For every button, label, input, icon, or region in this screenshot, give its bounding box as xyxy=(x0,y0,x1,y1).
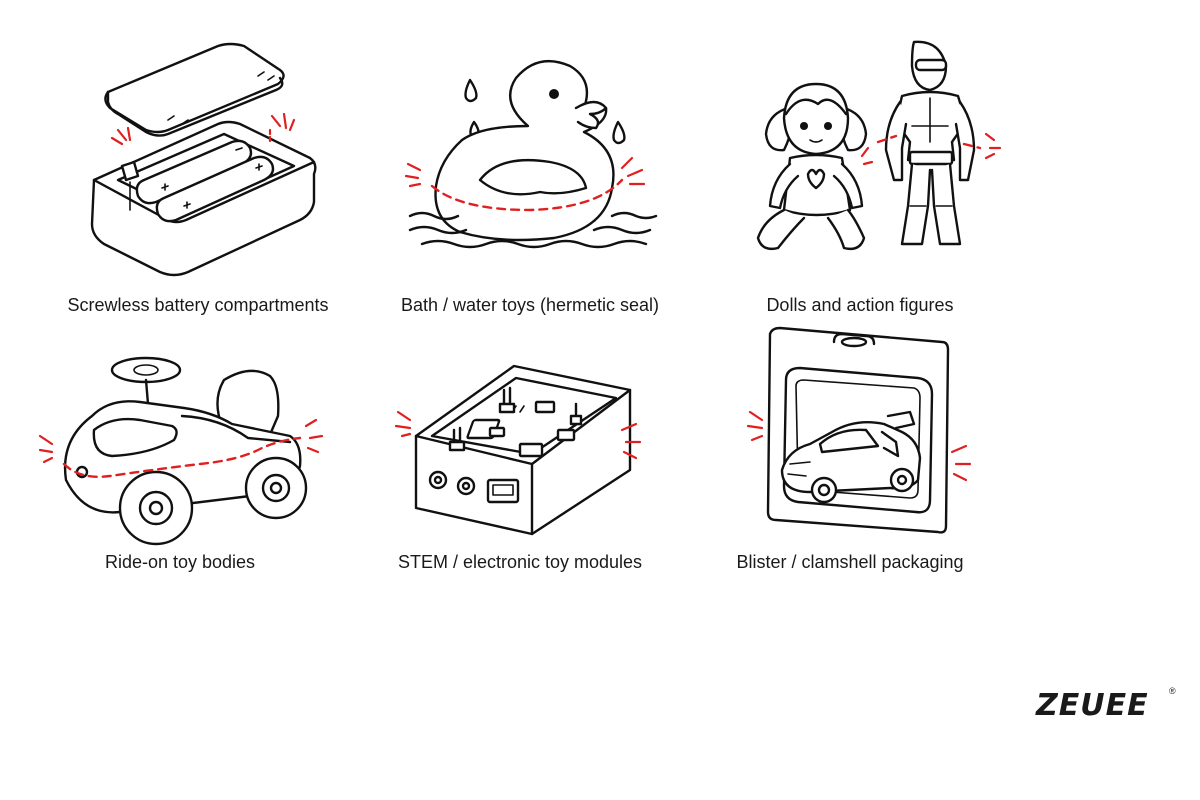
item-label: Blister / clamshell packaging xyxy=(736,552,964,572)
doll-figure-icon xyxy=(756,40,1002,251)
card-battery-compartment: Screwless battery compartments xyxy=(18,30,378,315)
item-label: STEM / electronic toy modules xyxy=(397,552,643,572)
battery-compartment-icon xyxy=(90,42,317,277)
item-label: Screwless battery compartments xyxy=(67,295,329,315)
card-dolls-figures: Dolls and action figures xyxy=(680,30,1040,315)
registered-mark: ® xyxy=(1169,686,1176,696)
circuit-module-icon xyxy=(394,364,642,536)
card-stem-module: STEM / electronic toy modules xyxy=(340,320,700,600)
card-blister-pack: Blister / clamshell packaging xyxy=(670,320,1030,600)
item-label: Ride-on toy bodies xyxy=(104,552,256,572)
ride-on-car-icon xyxy=(38,356,324,546)
item-label: Dolls and action figures xyxy=(766,295,954,315)
brand-logo-text: ZEUEE xyxy=(1036,688,1149,723)
blister-pack-icon xyxy=(746,326,972,534)
card-ride-on: Ride-on toy bodies xyxy=(0,320,360,600)
brand-logo: ZEUEE ® xyxy=(1036,686,1186,738)
item-label: Bath / water toys (hermetic seal) xyxy=(400,295,660,315)
rubber-duck-icon xyxy=(404,59,658,249)
card-bath-toy: Bath / water toys (hermetic seal) xyxy=(350,30,710,315)
